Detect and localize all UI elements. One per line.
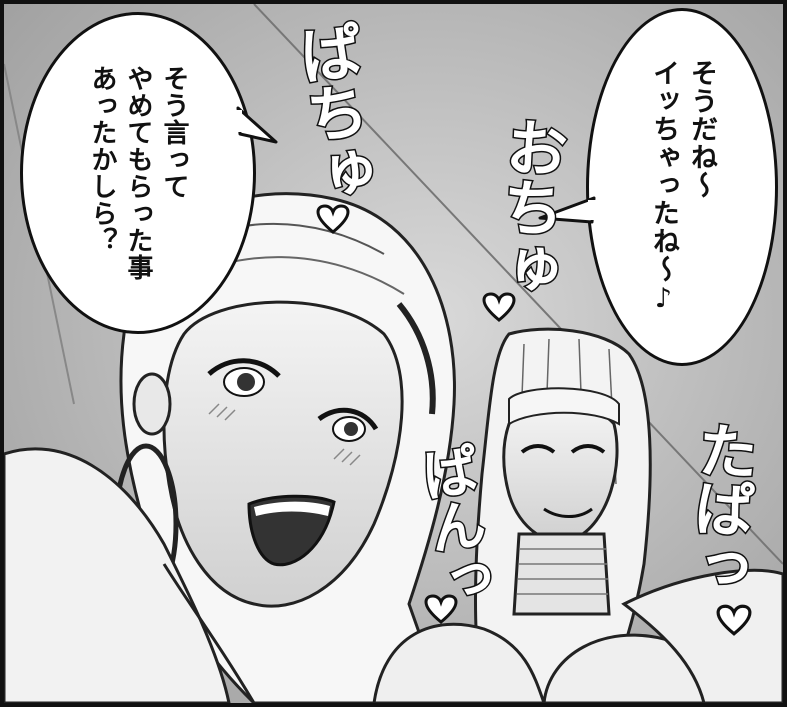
right-woman-mouth xyxy=(543,507,593,518)
right-woman-eye-closed xyxy=(570,444,606,454)
body-shape xyxy=(372,622,546,703)
speech-bubble-left: そう言って やめてもらった事 あったかしら？ xyxy=(20,12,256,334)
bubble-tail-left xyxy=(234,106,278,144)
left-woman-eye xyxy=(317,407,379,431)
speech-text-left: そう言って やめてもらった事 あったかしら？ xyxy=(87,65,189,281)
body-shape xyxy=(621,568,783,703)
background-line xyxy=(253,4,783,565)
heart-icon xyxy=(716,604,752,636)
speech-text-right: そうだね〜 イッちゃったね〜♪ xyxy=(648,59,717,315)
sfx-pachu: ぱちゅ xyxy=(284,17,378,207)
speech-bubble-right: そうだね〜 イッちゃったね〜♪ xyxy=(586,8,778,366)
left-woman-eye xyxy=(207,358,281,378)
sfx-tapa: たぱっ xyxy=(677,416,762,597)
right-woman-eye-closed xyxy=(520,444,556,454)
heart-icon xyxy=(482,292,516,322)
left-woman-mouth xyxy=(247,494,336,567)
left-woman-arm xyxy=(4,447,231,703)
right-woman-collar xyxy=(512,532,611,616)
bubble-tail-right xyxy=(538,196,598,224)
heart-icon xyxy=(316,204,350,234)
left-woman-ear xyxy=(132,372,172,436)
heart-icon xyxy=(424,594,458,624)
sfx-ochu: おちゅ xyxy=(483,112,571,300)
